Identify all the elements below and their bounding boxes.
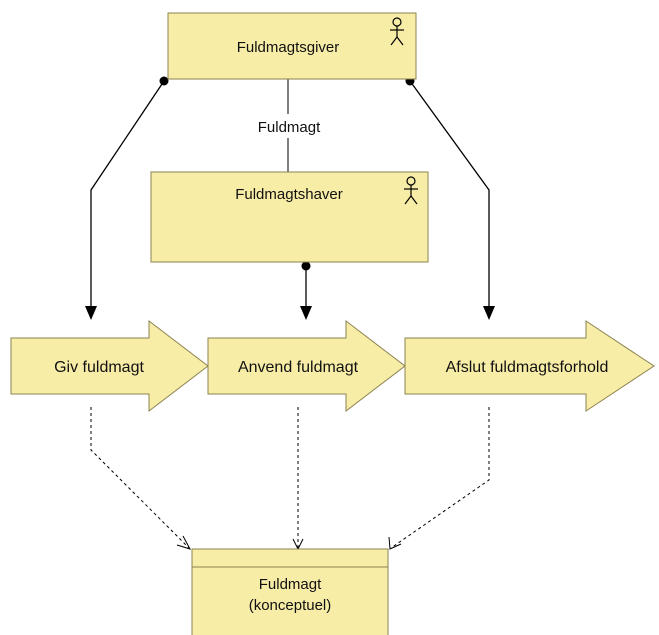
access-arrowheads [176, 535, 402, 551]
actor-fuldmagtsgiver[interactable]: Fuldmagtsgiver [167, 12, 417, 80]
actor-stick-figure-icon [390, 17, 404, 46]
actor-fuldmagtshaver-label: Fuldmagtshaver [235, 186, 343, 203]
access-afslut-line [390, 407, 490, 549]
association-label-bg [243, 114, 335, 138]
association-label: Fuldmagt [258, 119, 321, 136]
actor-fuldmagtshaver[interactable]: Fuldmagtshaver [150, 171, 429, 263]
trigger-haver-to-anvend [300, 261, 312, 320]
process-giv-fuldmagt-label: Giv fuldmagt [54, 359, 144, 376]
object-subtitle: (konceptuel) [249, 597, 332, 614]
object-title: Fuldmagt [259, 576, 322, 593]
process-anvend-fuldmagt[interactable]: Anvend fuldmagt [207, 319, 406, 413]
process-giv-fuldmagt[interactable]: Giv fuldmagt [10, 319, 209, 413]
process-afslut-fuldmagtsforhold[interactable]: Afslut fuldmagtsforhold [404, 320, 655, 412]
process-anvend-fuldmagt-label: Anvend fuldmagt [238, 359, 359, 376]
actor-fuldmagtsgiver-label: Fuldmagtsgiver [237, 39, 340, 56]
trigger-giver-to-giv [85, 76, 169, 320]
access-lines [90, 407, 490, 549]
actor-stick-figure-icon [404, 176, 418, 205]
process-afslut-fuldmagtsforhold-label: Afslut fuldmagtsforhold [446, 359, 609, 376]
access-giv-line [90, 407, 190, 549]
object-fuldmagt-konceptuel[interactable]: Fuldmagt (konceptuel) [191, 548, 389, 635]
